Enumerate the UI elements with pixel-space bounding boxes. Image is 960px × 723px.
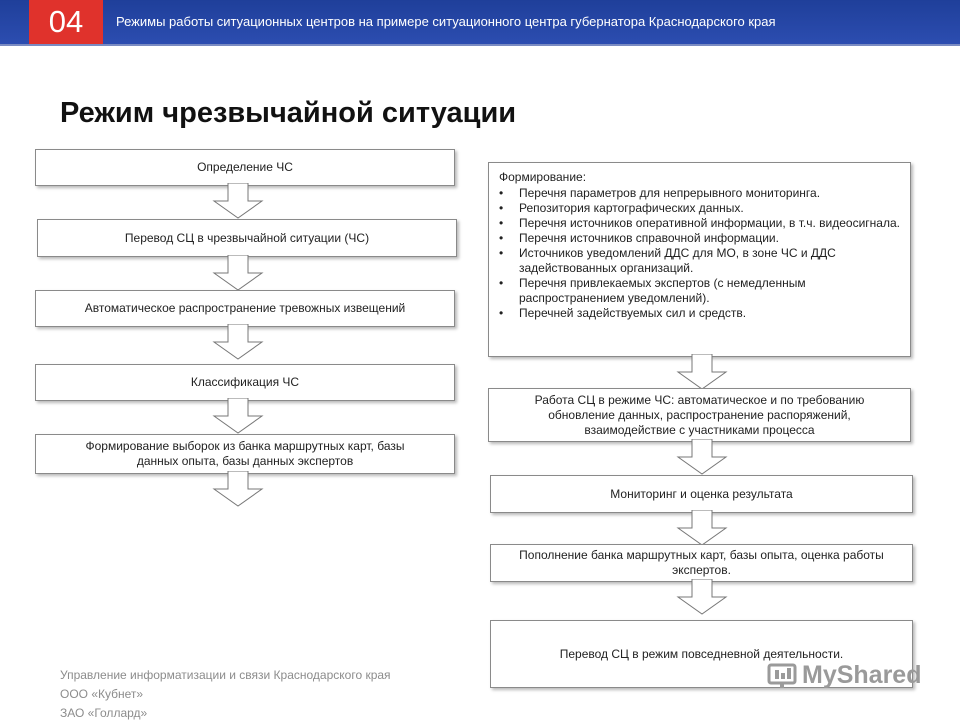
flow-step-emergency-operation: Работа СЦ в режиме ЧС: автоматическое и … — [488, 388, 911, 442]
footer-line: ЗАО «Голлард» — [60, 706, 148, 720]
down-arrow-icon — [212, 324, 264, 360]
list-item: Перечня параметров для непрерывного мони… — [497, 186, 902, 201]
flow-step-return-to-daily: Перевод СЦ в режим повседневной деятельн… — [490, 620, 913, 688]
down-arrow-icon — [212, 471, 264, 507]
page-title: Режим чрезвычайной ситуации — [60, 97, 517, 129]
list-item: Перечня источников оперативной информаци… — [497, 216, 902, 231]
slide-number: 04 — [29, 0, 103, 44]
watermark-text: MyShared — [802, 660, 922, 689]
flow-step-define-emergency: Определение ЧС — [35, 149, 455, 186]
flow-step-form-samples: Формирование выборок из банка маршрутных… — [35, 434, 455, 474]
down-arrow-icon — [676, 354, 728, 390]
flow-step-classification: Классификация ЧС — [35, 364, 455, 401]
down-arrow-icon — [212, 255, 264, 291]
footer-line: Управление информатизации и связи Красно… — [60, 668, 391, 682]
down-arrow-icon — [676, 439, 728, 475]
footer-line: ООО «Кубнет» — [60, 687, 144, 701]
flow-step-replenish-bank: Пополнение банка маршрутных карт, базы о… — [490, 544, 913, 582]
down-arrow-icon — [212, 183, 264, 219]
list-item: Источников уведомлений ДДС для МО, в зон… — [497, 246, 902, 276]
formation-list-box: Формирование: Перечня параметров для неп… — [488, 162, 911, 357]
list-item: Перечней задействуемых сил и средств. — [497, 306, 902, 321]
watermark: MyShared — [766, 658, 926, 692]
footer: Управление информатизации и связи Красно… — [60, 666, 391, 723]
header-title: Режимы работы ситуационных центров на пр… — [116, 14, 776, 29]
list-item: Репозитория картографических данных. — [497, 201, 902, 216]
flow-step-switch-to-emergency: Перевод СЦ в чрезвычайной ситуации (ЧС) — [37, 219, 457, 257]
flow-step-alert-distribution: Автоматическое распространение тревожных… — [35, 290, 455, 327]
list-item: Перечня источников справочной информации… — [497, 231, 902, 246]
formation-heading: Формирование: — [499, 170, 587, 184]
down-arrow-icon — [676, 510, 728, 546]
header-bar — [0, 0, 960, 44]
list-item: Перечня привлекаемых экспертов (с немедл… — [497, 276, 902, 306]
presentation-icon — [767, 663, 797, 688]
header-divider — [0, 44, 960, 46]
flow-step-monitoring: Мониторинг и оценка результата — [490, 475, 913, 513]
down-arrow-icon — [212, 398, 264, 434]
formation-list: Перечня параметров для непрерывного мони… — [497, 186, 902, 321]
down-arrow-icon — [676, 579, 728, 615]
